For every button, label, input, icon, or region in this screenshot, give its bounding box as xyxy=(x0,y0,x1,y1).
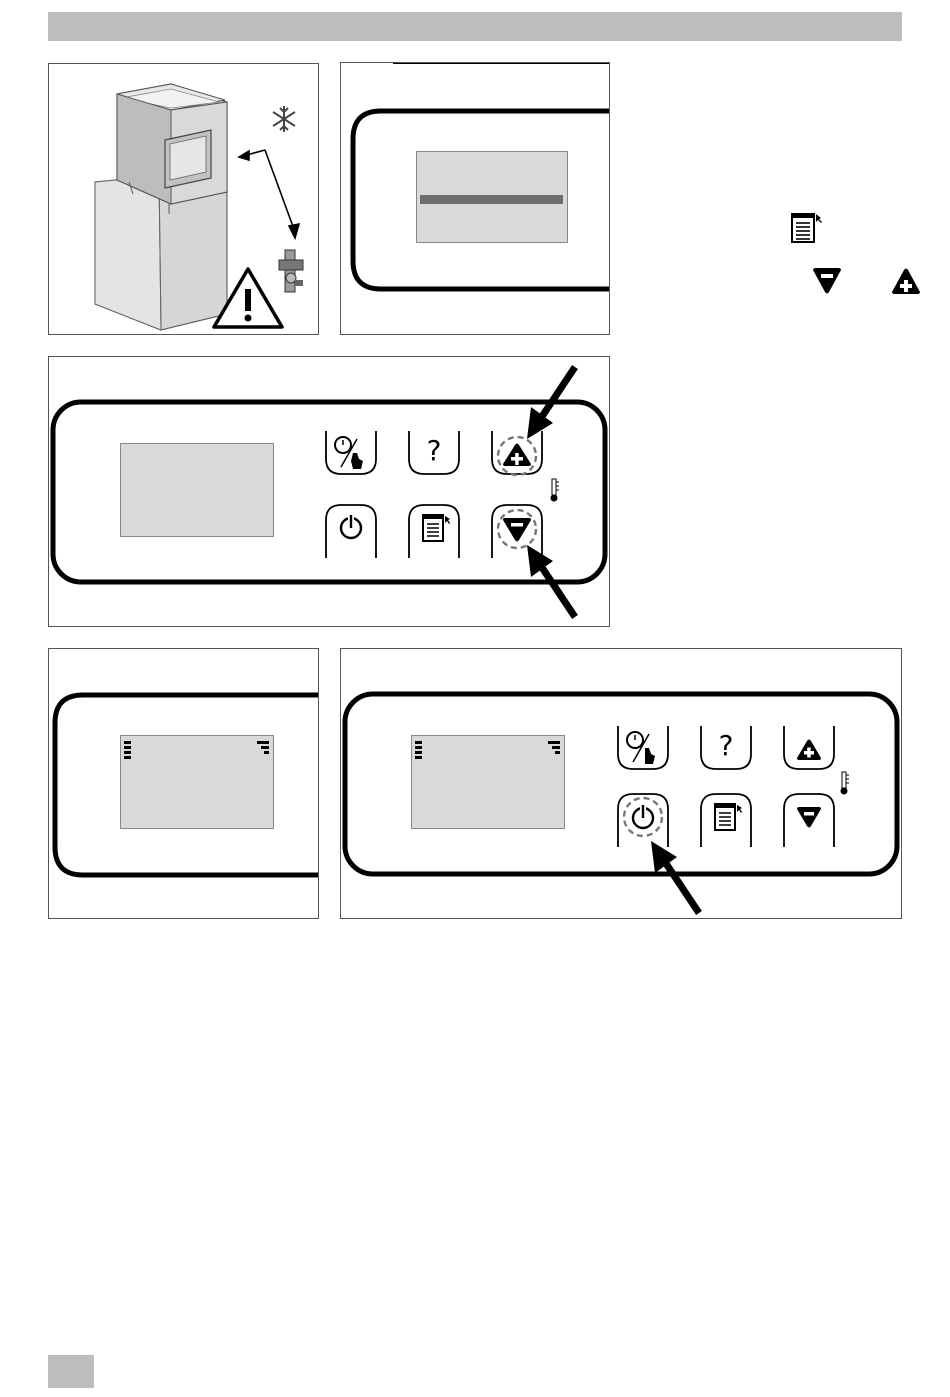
signal-bars-icon xyxy=(257,740,271,760)
lcd-display xyxy=(411,735,565,829)
help-label: ? xyxy=(696,730,756,762)
menu-icon xyxy=(790,211,824,245)
down-button-icon xyxy=(810,266,844,296)
lcd-display xyxy=(416,151,568,243)
thermometer-icon xyxy=(839,770,851,796)
level-bars-icon xyxy=(124,740,134,760)
clock-hand-button[interactable] xyxy=(321,429,381,489)
highlight-bar xyxy=(420,195,563,204)
control-panel-adjust: ? xyxy=(48,356,610,627)
stove-illustration-panel xyxy=(48,63,319,335)
level-bars-icon xyxy=(415,740,425,760)
footer-tab xyxy=(48,1355,94,1388)
lcd-display xyxy=(120,735,274,829)
down-button[interactable] xyxy=(779,789,839,849)
help-label: ? xyxy=(404,435,464,467)
arrow-pointer-icon xyxy=(637,827,717,917)
snowflake-icon xyxy=(269,104,299,134)
menu-button[interactable] xyxy=(404,500,464,560)
up-button-icon xyxy=(889,266,923,296)
arrow-pointer-icon xyxy=(519,359,599,449)
clock-hand-button[interactable] xyxy=(613,724,673,784)
thermometer-icon xyxy=(549,477,561,503)
signal-bars-icon xyxy=(548,740,562,760)
display-status-panel xyxy=(48,648,319,919)
arrow-pointer-icon xyxy=(519,535,599,625)
warning-icon xyxy=(211,265,285,331)
header-bar xyxy=(48,12,902,41)
lcd-display xyxy=(120,443,274,537)
up-button[interactable] xyxy=(779,724,839,784)
display-menu-panel xyxy=(340,62,610,335)
indication-arrows xyxy=(237,142,317,252)
power-button[interactable] xyxy=(321,500,381,560)
control-panel-power: ? xyxy=(340,648,902,919)
